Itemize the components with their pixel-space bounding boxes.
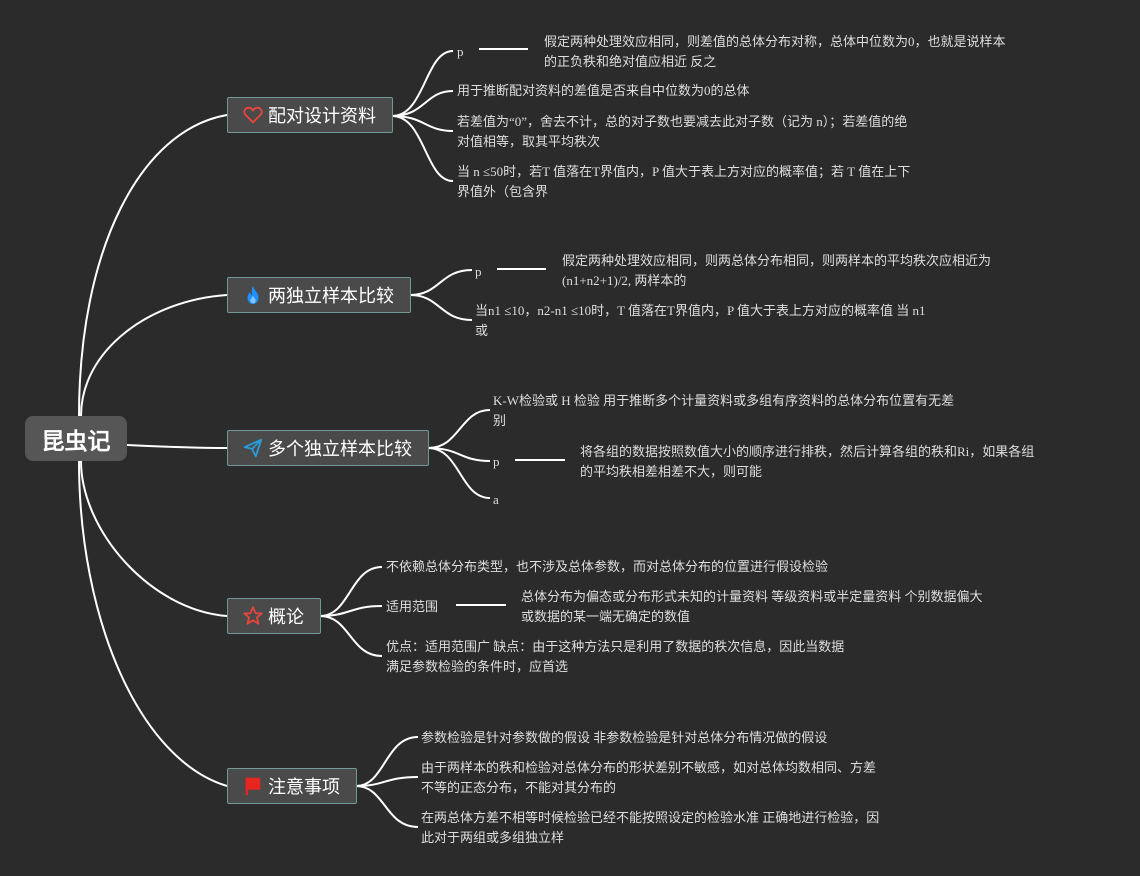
topic-two-independent-samples[interactable]: 两独立样本比较 [227, 277, 411, 313]
topic-notes[interactable]: 注意事项 [227, 768, 357, 804]
t5-item-1: 参数检验是针对参数做的假设 非参数检验是针对总体分布情况做的假设 [421, 730, 828, 745]
connector-t3-3 [427, 447, 491, 499]
paper-plane-icon [242, 437, 264, 459]
t2-item-1: p [475, 264, 482, 279]
connector-root-topic-5 [78, 460, 228, 787]
flag-icon [242, 775, 264, 797]
topic-label: 注意事项 [268, 777, 340, 798]
t4-item-3: 优点：适用范围广 缺点：由于这种方法只是利用了数据的秩次信息，因此当数据 满足参… [386, 639, 845, 674]
t2-item-2: 当n1 ≤10，n2-n1 ≤10时，T 值落在T界值内，P 值大于表上方对应的… [475, 303, 926, 338]
connector-root-topic-3 [126, 444, 228, 449]
topic-overview[interactable]: 概论 [227, 598, 321, 634]
topic-multiple-independent-samples[interactable]: 多个独立样本比较 [227, 430, 429, 466]
t4-item-2: 适用范围 [386, 599, 439, 614]
t1-item-3: 若差值为“0”，舍去不计，总的对子数也要减去此对子数（记为 n）；若差值的绝 对… [457, 114, 908, 149]
connector-t4-1 [319, 566, 383, 617]
t5-item-2: 由于两样本的秩和检验对总体分布的形状差别不敏感，如对总体均数相同、方差 不等的正… [421, 760, 877, 795]
heart-icon [242, 104, 264, 126]
t3-item-3: a [493, 492, 499, 507]
topic-paired-design[interactable]: 配对设计资料 [227, 97, 393, 133]
connector-t2-2 [409, 294, 473, 321]
topic-label: 多个独立样本比较 [268, 439, 412, 460]
connector-t5-1 [355, 736, 419, 787]
connector-t2-1 [409, 269, 473, 296]
topic-label: 概论 [268, 607, 304, 628]
connector-t1-1 [391, 50, 454, 117]
connector-root-topic-1 [78, 114, 228, 417]
connector-t3-1 [427, 409, 491, 449]
connector-t1-4 [391, 115, 454, 182]
topic-label: 配对设计资料 [268, 106, 376, 127]
t3-item-1: K-W检验或 H 检验 用于推断多个计量资料或多组有序资料的总体分布位置有无差 … [493, 393, 955, 428]
topic-label: 两独立样本比较 [268, 286, 394, 307]
connector-root-topic-2 [80, 294, 228, 417]
connector-t4-3 [319, 615, 383, 657]
connector-t4-2 [319, 605, 383, 617]
flame-icon [242, 284, 264, 306]
t5-item-3: 在两总体方差不相等时候检验已经不能按照设定的检验水准 正确地进行检验，因 此对于… [421, 810, 880, 845]
t3-item-2: p [493, 454, 500, 469]
connector-t1-3 [391, 115, 454, 132]
t4-item-2-detail: 总体分布为偏态或分布形式未知的计量资料 等级资料或半定量资料 个别数据偏大 或数… [521, 589, 983, 624]
t3-item-2-detail: 将各组的数据按照数值大小的顺序进行排秩，然后计算各组的秩和Ri，如果各组 的平均… [580, 444, 1035, 479]
t1-item-1: p [457, 44, 464, 59]
root-node[interactable]: 昆虫记 [25, 416, 127, 461]
connector-t5-3 [355, 785, 419, 828]
star-icon [242, 605, 264, 627]
connector-t5-2 [355, 776, 419, 787]
t1-item-4: 当 n ≤50时，若T 值落在T界值内，P 值大于表上方对应的概率值；若 T 值… [457, 164, 911, 199]
t2-item-1-detail: 假定两种处理效应相同，则两总体分布相同，则两样本的平均秩次应相近为 (n1+n2… [562, 253, 992, 288]
t1-item-2: 用于推断配对资料的差值是否来自中位数为0的总体 [457, 83, 750, 98]
connector-root-topic-4 [80, 460, 228, 617]
connector-t1-2 [391, 90, 454, 117]
t1-item-1-detail: 假定两种处理效应相同，则差值的总体分布对称，总体中位数为0，也就是说样本 的正负… [544, 34, 1006, 69]
root-label: 昆虫记 [41, 428, 111, 455]
t4-item-1: 不依赖总体分布类型，也不涉及总体参数，而对总体分布的位置进行假设检验 [386, 559, 829, 574]
